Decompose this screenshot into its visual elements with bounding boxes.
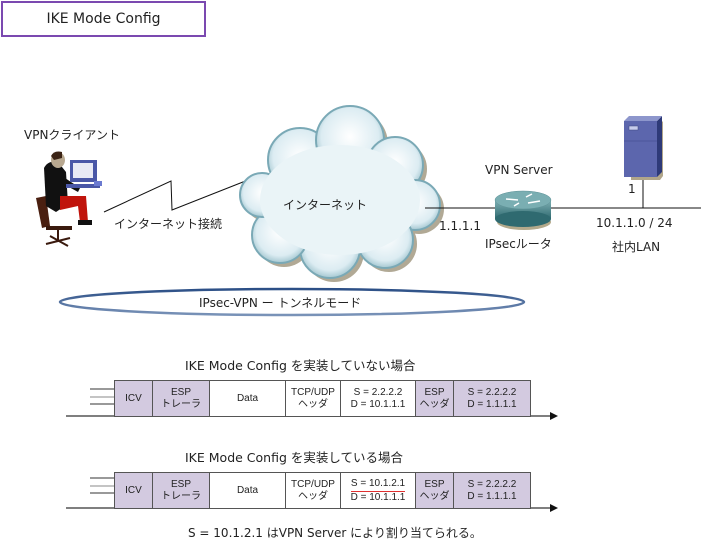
cell-text: S = 2.2.2.2	[467, 386, 517, 398]
internet-cloud-label: インターネット	[283, 198, 368, 212]
diagram-title-text: IKE Mode Config	[46, 11, 161, 27]
cell-text: ESP	[424, 478, 445, 490]
router-top-label: VPN Server	[485, 163, 553, 177]
cell-text: TCP/UDP	[291, 386, 335, 398]
packet-row-1-arrowhead	[550, 412, 558, 420]
cell-text: ESP	[170, 386, 191, 398]
internet-link-line	[103, 179, 249, 213]
internet-link-label: インターネット接続	[114, 217, 223, 231]
server-host-id: 1	[628, 182, 636, 196]
cell-text: ESP	[170, 478, 191, 490]
ipsec-tunnel-ellipse	[58, 287, 526, 317]
router-ip-label: 1.1.1.1	[439, 219, 481, 233]
cell-text: S = 2.2.2.2	[353, 386, 403, 398]
router-icon	[494, 190, 552, 230]
cell-text: ESP	[424, 386, 445, 398]
cell-text: ヘッダ	[298, 490, 328, 502]
cell-text: ヘッダ	[419, 490, 450, 502]
cell-icv: ICV	[115, 381, 153, 416]
cell-text: D = 1.1.1.1	[467, 398, 517, 410]
vpn-client-icon	[36, 151, 102, 247]
cell-text: D = 10.1.1.1	[350, 491, 406, 503]
cell-data: Data	[210, 473, 286, 508]
cell-text: ヘッダ	[419, 398, 450, 410]
tunnel-label: IPsec-VPN ー トンネルモード	[199, 296, 362, 310]
cell-text: D = 1.1.1.1	[467, 490, 517, 502]
cell-text: TCP/UDP	[291, 478, 335, 490]
cell-text: D = 10.1.1.1	[350, 398, 406, 410]
internet-cloud-icon	[239, 105, 444, 282]
packet-row-2-arrowhead	[550, 504, 558, 512]
lan-label: 社内LAN	[612, 240, 661, 254]
cell-text: S = 2.2.2.2	[467, 478, 517, 490]
cell-text: ICV	[125, 484, 142, 496]
footnote: S = 10.1.2.1 はVPN Server により割り当てられる。	[188, 526, 482, 540]
server-icon	[624, 116, 663, 180]
cell-icv: ICV	[115, 473, 153, 508]
assigned-source-ip: S = 10.1.2.1	[350, 478, 406, 492]
cell-text: Data	[236, 392, 259, 404]
cell-text: ICV	[125, 392, 142, 404]
packet-2-title: IKE Mode Config を実装している場合	[185, 450, 403, 465]
cell-text: Data	[236, 484, 259, 496]
cell-text: トレーラ	[161, 490, 201, 502]
router-bottom-label: IPsecルータ	[485, 237, 552, 251]
cell-data: Data	[210, 381, 286, 416]
cell-text: ヘッダ	[298, 398, 328, 410]
packet-1-title: IKE Mode Config を実装していない場合	[185, 358, 416, 373]
cell-text: トレーラ	[161, 398, 201, 410]
vpn-client-label: VPNクライアント	[24, 128, 120, 142]
lan-subnet-label: 10.1.1.0 / 24	[596, 216, 673, 230]
diagram-title: IKE Mode Config	[1, 1, 206, 37]
